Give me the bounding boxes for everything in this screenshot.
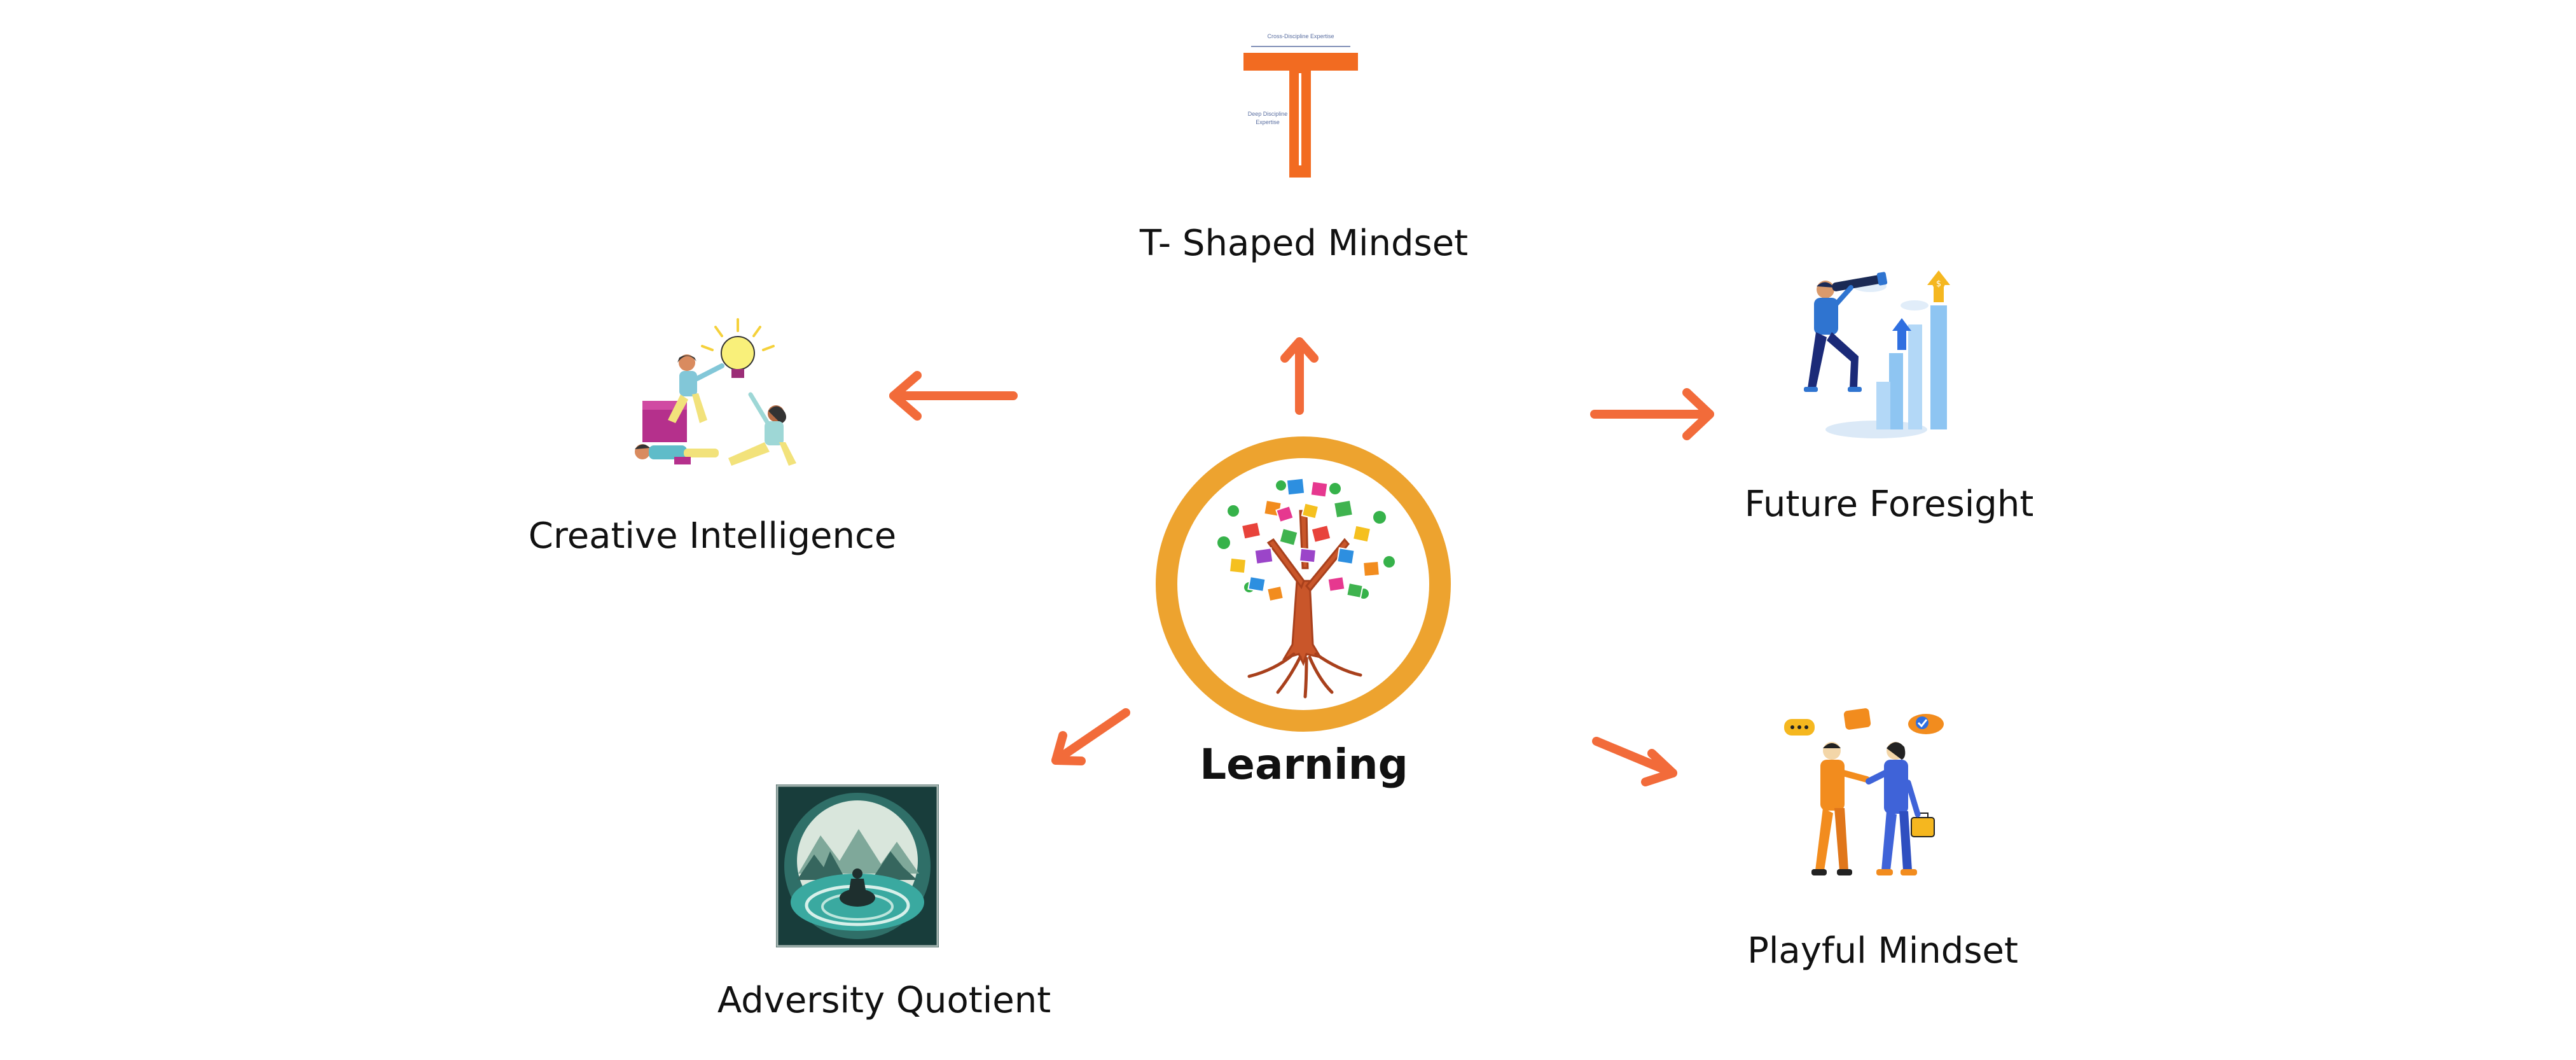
t-stem-caption-2: Expertise	[1256, 119, 1280, 125]
arrow-right-to-future	[1590, 388, 1714, 440]
person-with-telescope-growth-chart-icon: $	[1804, 270, 1950, 438]
t-top-caption: Cross-Discipline Expertise	[1267, 33, 1334, 39]
arrow-downright-to-playful	[1592, 737, 1677, 786]
svg-text:$: $	[1936, 279, 1941, 289]
two-people-conversation-icon	[1784, 708, 1944, 875]
node-label-future: Future Foresight	[1744, 484, 2034, 525]
node-label-creative: Creative Intelligence	[528, 515, 897, 557]
node-label-t-shaped: T- Shaped Mindset	[1139, 223, 1469, 264]
node-label-playful: Playful Mindset	[1747, 930, 2018, 972]
arrow-left-to-creative	[889, 371, 1018, 421]
arrow-up-to-t-shaped	[1280, 337, 1319, 415]
brainstorm-team-lightbulb-icon	[635, 318, 796, 466]
meditating-figure-on-rock-icon	[776, 785, 939, 947]
t-shape-diagram-icon: Cross-Discipline Expertise Deep Discipli…	[1243, 33, 1358, 178]
node-label-adversity: Adversity Quotient	[717, 980, 1051, 1021]
arrow-downleft-to-adversity	[1051, 708, 1130, 765]
center-label: Learning	[1200, 740, 1408, 789]
t-stem-caption-1: Deep Discipline	[1248, 111, 1288, 117]
center-tree-icon	[1156, 436, 1451, 732]
